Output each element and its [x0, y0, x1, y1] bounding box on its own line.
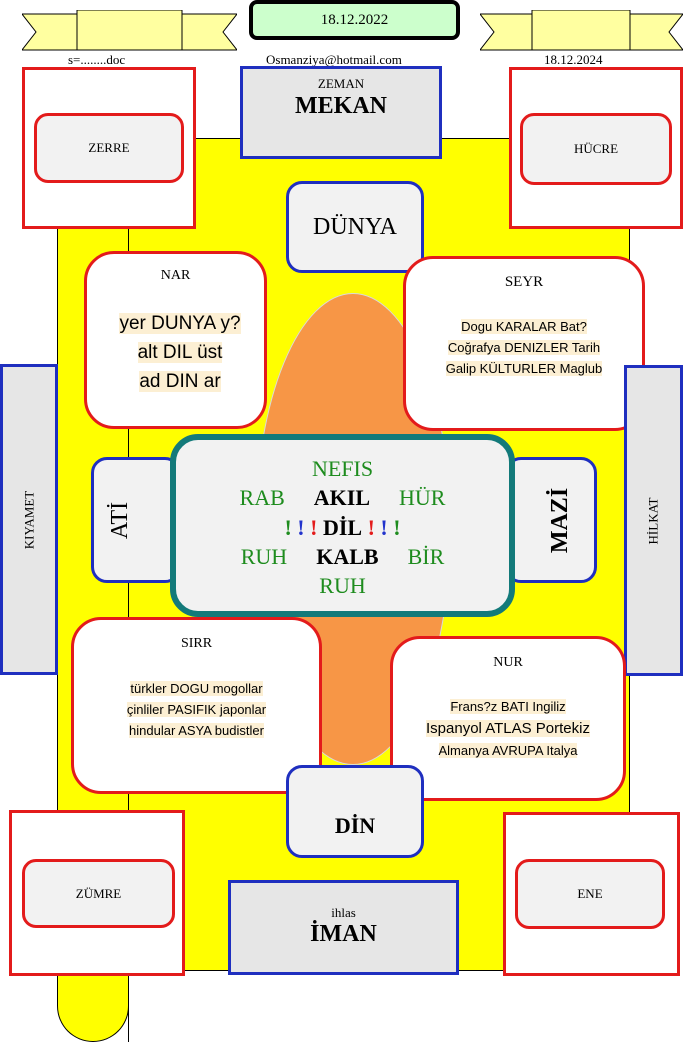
left-banner — [22, 10, 237, 54]
nar-line-2: alt DIL üst — [137, 342, 223, 363]
date-badge: 18.12.2022 — [249, 0, 460, 40]
iman-box: ihlas İMAN — [228, 880, 459, 975]
ati-box: ATİ — [91, 457, 181, 583]
din-label: DİN — [334, 812, 376, 838]
rab-label: RAB — [239, 485, 285, 510]
nefis-label: NEFIS — [311, 456, 374, 481]
frame-divider — [128, 138, 129, 1042]
bang-left-3: ! — [310, 515, 318, 540]
kiyamet-label: KIYAMET — [21, 490, 36, 549]
hucre-label: HÜCRE — [573, 141, 619, 156]
bang-right-3: ! — [393, 515, 401, 540]
ati-label: ATİ — [107, 501, 134, 539]
sirr-line-3: hindular ASYA budistler — [129, 723, 264, 738]
email-label: Osmanziya@hotmail.com — [266, 52, 402, 67]
right-banner — [480, 10, 683, 54]
date-center: 18.12.2022 — [320, 11, 389, 28]
akil-label: AKIL — [313, 485, 371, 510]
hucre-box: HÜCRE — [520, 113, 672, 185]
nur-line-2: Ispanyol ATLAS Portekiz — [426, 720, 590, 737]
row-rab: RAB AKIL HÜR — [176, 485, 509, 511]
nar-body: yer DUNYA y? alt DIL üst ad DIN ar — [105, 309, 255, 396]
zumre-label: ZÜMRE — [75, 885, 122, 901]
nur-body: Frans?z BATI Ingiliz Ispanyol ATLAS Port… — [393, 696, 623, 762]
hilkat-label: HİLKAT — [645, 497, 661, 544]
row-dil: ! ! ! DİL ! ! ! — [176, 515, 509, 541]
nar-line-1: yer DUNYA y? — [119, 313, 241, 334]
dunya-box: DÜNYA — [286, 181, 424, 273]
sirr-panel: SIRR türkler DOGU mogollar çinliler PASI… — [71, 617, 322, 794]
ihlas-label: ihlas — [331, 905, 356, 920]
zumre-box: ZÜMRE — [22, 859, 175, 928]
sirr-body: türkler DOGU mogollar çinliler PASIFIK j… — [74, 678, 319, 741]
dunya-label: DÜNYA — [313, 213, 397, 240]
ene-label: ENE — [577, 886, 603, 901]
bang-right-1: ! — [367, 515, 375, 540]
bang-left-2: ! — [297, 515, 305, 540]
nar-title: NAR — [160, 268, 191, 283]
dil-label: DİL — [322, 515, 363, 540]
nar-panel: NAR yer DUNYA y? alt DIL üst ad DIN ar — [84, 251, 267, 429]
row-ruh: RUH KALB BİR — [176, 544, 509, 570]
mekan-box: ZEMAN MEKAN — [240, 66, 442, 159]
ruh-bottom-label: RUH — [319, 573, 366, 598]
kiyamet-box: KIYAMET — [0, 364, 58, 675]
seyr-line-3: Galip KÜLTURLER Maglub — [445, 361, 603, 376]
seyr-line-1: Dogu KARALAR Bat? — [461, 319, 587, 334]
zerre-box: ZERRE — [34, 113, 184, 183]
sirr-line-1: türkler DOGU mogollar — [130, 681, 263, 696]
sirr-title: SIRR — [180, 636, 213, 651]
seyr-line-2: Coğrafya DENIZLER Tarih — [447, 340, 601, 355]
seyr-body: Dogu KARALAR Bat? Coğrafya DENIZLER Tari… — [406, 316, 642, 379]
kalb-label: KALB — [316, 544, 379, 569]
mazi-box: MAZİ — [505, 457, 597, 583]
nur-title: NUR — [493, 655, 523, 670]
zeman-label: ZEMAN — [317, 76, 365, 91]
bang-left-1: ! — [284, 515, 292, 540]
nur-panel: NUR Frans?z BATI Ingiliz Ispanyol ATLAS … — [390, 636, 626, 801]
ene-box: ENE — [515, 859, 665, 929]
date-right: 18.12.2024 — [544, 52, 603, 67]
file-label: s=........doc — [68, 52, 126, 67]
center-box: NEFIS RAB AKIL HÜR ! ! ! DİL ! ! ! RUH K… — [170, 434, 515, 617]
mazi-label: MAZİ — [547, 487, 574, 553]
seyr-panel: SEYR Dogu KARALAR Bat? Coğrafya DENIZLER… — [403, 256, 645, 431]
din-box: DİN — [286, 765, 424, 858]
seyr-title: SEYR — [504, 274, 544, 290]
bir-label: BİR — [407, 544, 445, 569]
hilkat-box: HİLKAT — [624, 365, 683, 676]
sirr-line-2: çinliler PASIFIK japonlar — [126, 702, 267, 717]
zerre-label: ZERRE — [88, 140, 130, 155]
nar-line-3: ad DIN ar — [139, 371, 221, 392]
ruh-left-label: RUH — [240, 544, 288, 569]
iman-label: İMAN — [310, 921, 377, 947]
mekan-label: MEKAN — [295, 93, 387, 119]
hur-label: HÜR — [399, 485, 446, 510]
bang-right-2: ! — [380, 515, 388, 540]
nur-line-1: Frans?z BATI Ingiliz — [450, 699, 566, 714]
nur-line-3: Almanya AVRUPA Italya — [438, 743, 578, 758]
